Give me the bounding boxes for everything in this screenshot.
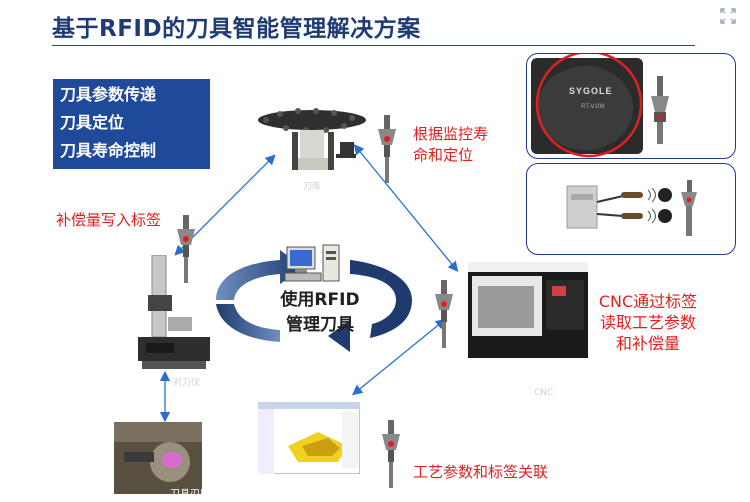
computer-icon: [284, 244, 340, 282]
cycle-arc-right: [350, 260, 412, 338]
feature-item: 刀具参数传递: [60, 85, 157, 104]
expand-icon[interactable]: [719, 7, 737, 25]
arrow-presetter-storage: [174, 154, 276, 256]
tool-storage-image: [258, 108, 366, 170]
location-label: 根据监控寿 命和定位: [413, 124, 488, 166]
presetter-caption: 对刀仪: [173, 378, 201, 388]
arrow-storage-cnc: [353, 143, 459, 273]
cnc-machine-image: [468, 262, 588, 358]
presetter-image: [138, 255, 210, 369]
location-label-line: 根据监控寿: [413, 125, 489, 143]
sygole-brand: SYGOLE: [569, 86, 613, 96]
cycle-arc-left: [216, 304, 280, 342]
storage-caption: 刀库: [303, 182, 322, 192]
process-label: 工艺参数和标签关联: [413, 463, 549, 481]
rfid-reader-panel: SYGOLE RT-V108: [526, 50, 736, 159]
grinding-caption: 刀具刃磨: [170, 489, 210, 500]
tool-holder-icon: [651, 76, 669, 144]
page-title: 基于RFID的刀具智能管理解决方案: [52, 16, 421, 42]
cnc-label: CNC通过标签 读取工艺参数 和补偿量: [592, 291, 704, 354]
cycle-arrow-top: [216, 250, 304, 300]
tool-holder-icon: [378, 115, 396, 183]
cnc-label-line: CNC通过标签: [598, 292, 698, 311]
feature-item: 刀具定位: [60, 113, 125, 132]
tool-holder-icon: [382, 420, 400, 488]
sygole-model: RT-V108: [581, 104, 605, 110]
compensation-write-label: 补偿量写入标签: [56, 211, 162, 229]
cnc-label-line: 读取工艺参数: [599, 313, 696, 332]
tool-holder-icon: [435, 280, 453, 348]
software-screenshot: [258, 402, 360, 474]
center-label-line: 管理刀具: [286, 315, 354, 335]
location-label-line: 命和定位: [413, 146, 474, 164]
center-label: 使用RFID 管理刀具: [268, 288, 372, 338]
cycle-arrow-bottom: [328, 320, 350, 352]
rfid-reader-image: [531, 50, 669, 158]
cnc-caption: CNC: [534, 388, 554, 398]
title-divider: [52, 45, 695, 46]
arrow-software-cnc: [351, 318, 447, 396]
feature-list: 刀具参数传递 刀具定位 刀具寿命控制: [53, 79, 210, 169]
feature-item: 刀具寿命控制: [60, 141, 157, 160]
cycle-diagram: [216, 250, 412, 352]
center-label-line: 使用RFID: [280, 290, 360, 310]
rfid-antenna-image: [566, 180, 697, 236]
cnc-label-line: 和补偿量: [615, 334, 680, 353]
grinding-image: [114, 422, 202, 494]
tool-holder-icon: [177, 215, 195, 283]
rfid-antenna-panel: [526, 163, 736, 255]
